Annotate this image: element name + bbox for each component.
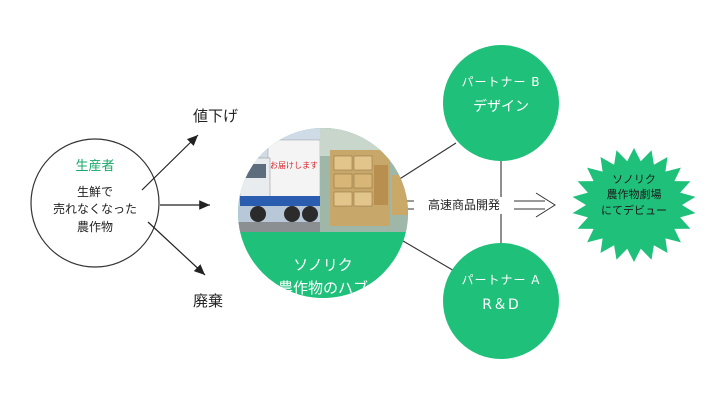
partner-a-circle (443, 243, 559, 359)
debut-burst (572, 148, 696, 262)
hub-line-2: 農作物のハブ (277, 278, 368, 297)
truck-sign-text: お届けします (270, 161, 318, 170)
partner-a-label: R＆D (482, 297, 520, 313)
burst-line-3: にてデビュー (601, 203, 667, 217)
truck-photo (238, 128, 321, 234)
warehouse-photo (320, 128, 408, 232)
partner-b-title: パートナー B (461, 75, 541, 89)
hub-label: ソノリク 農作物のハブ (238, 254, 408, 299)
disposal-label: 廃棄 (193, 292, 224, 310)
producer-line-3: 農作物 (76, 219, 113, 234)
partner-b-label: デザイン (473, 99, 529, 115)
development-label: 高速商品開発 (414, 197, 514, 215)
producer-title: 生産者 (75, 159, 115, 174)
partner-b-circle (443, 45, 559, 161)
arrow-to-disposal (147, 221, 206, 276)
line-hub-to-partner-a (397, 237, 457, 273)
producer-line-2: 売れなくなった (52, 202, 137, 217)
producer-circle (30, 138, 160, 268)
hub-line-1: ソノリク (293, 256, 353, 274)
burst-line-2: 農作物劇場 (606, 188, 662, 202)
burst-label: ソノリク 農作物劇場 にてデビュー (584, 172, 684, 218)
price-down-label: 値下げ (193, 107, 239, 125)
producer-description: 生鮮で 売れなくなった 農作物 (30, 184, 160, 236)
producer-line-1: 生鮮で (76, 185, 113, 199)
line-hub-to-partner-b (397, 142, 457, 181)
burst-line-1: ソノリク (612, 173, 656, 186)
arrow-to-price-down (141, 134, 199, 191)
partner-a-title: パートナー A (461, 273, 541, 287)
